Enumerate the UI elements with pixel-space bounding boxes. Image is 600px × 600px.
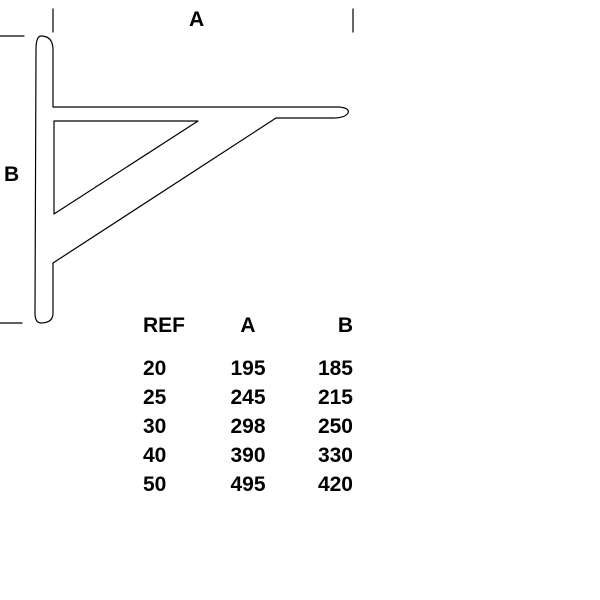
cell-b: 330 bbox=[317, 444, 353, 467]
table-row: 25 245 215 bbox=[143, 383, 353, 412]
header-b: B bbox=[337, 314, 353, 337]
table-row: 40 390 330 bbox=[143, 441, 353, 470]
cell-a: 495 bbox=[230, 473, 266, 496]
cell-b: 185 bbox=[317, 357, 353, 380]
table-row: 50 495 420 bbox=[143, 470, 353, 499]
cell-ref: 20 bbox=[143, 357, 167, 380]
cell-a: 245 bbox=[230, 386, 266, 409]
bracket-inner-opening bbox=[53, 120, 199, 215]
cell-b: 215 bbox=[317, 386, 353, 409]
header-ref: REF bbox=[143, 314, 185, 337]
cell-a: 390 bbox=[230, 444, 266, 467]
dimensions-table: REF A B 20 195 185 25 245 215 30 298 250… bbox=[143, 313, 353, 499]
cell-ref: 25 bbox=[143, 386, 167, 409]
cell-a: 195 bbox=[230, 357, 266, 380]
dimension-b-label: B bbox=[4, 163, 20, 186]
cell-b: 420 bbox=[317, 473, 353, 496]
table-row: 20 195 185 bbox=[143, 354, 353, 383]
dimension-a-label: A bbox=[189, 8, 205, 31]
header-a: A bbox=[240, 314, 256, 337]
table-header-row: REF A B bbox=[143, 313, 353, 354]
cell-a: 298 bbox=[230, 415, 266, 438]
cell-ref: 40 bbox=[143, 444, 167, 467]
cell-ref: 30 bbox=[143, 415, 167, 438]
cell-ref: 50 bbox=[143, 473, 167, 496]
bracket-outline bbox=[34, 35, 349, 324]
table-row: 30 298 250 bbox=[143, 412, 353, 441]
cell-b: 250 bbox=[317, 415, 353, 438]
